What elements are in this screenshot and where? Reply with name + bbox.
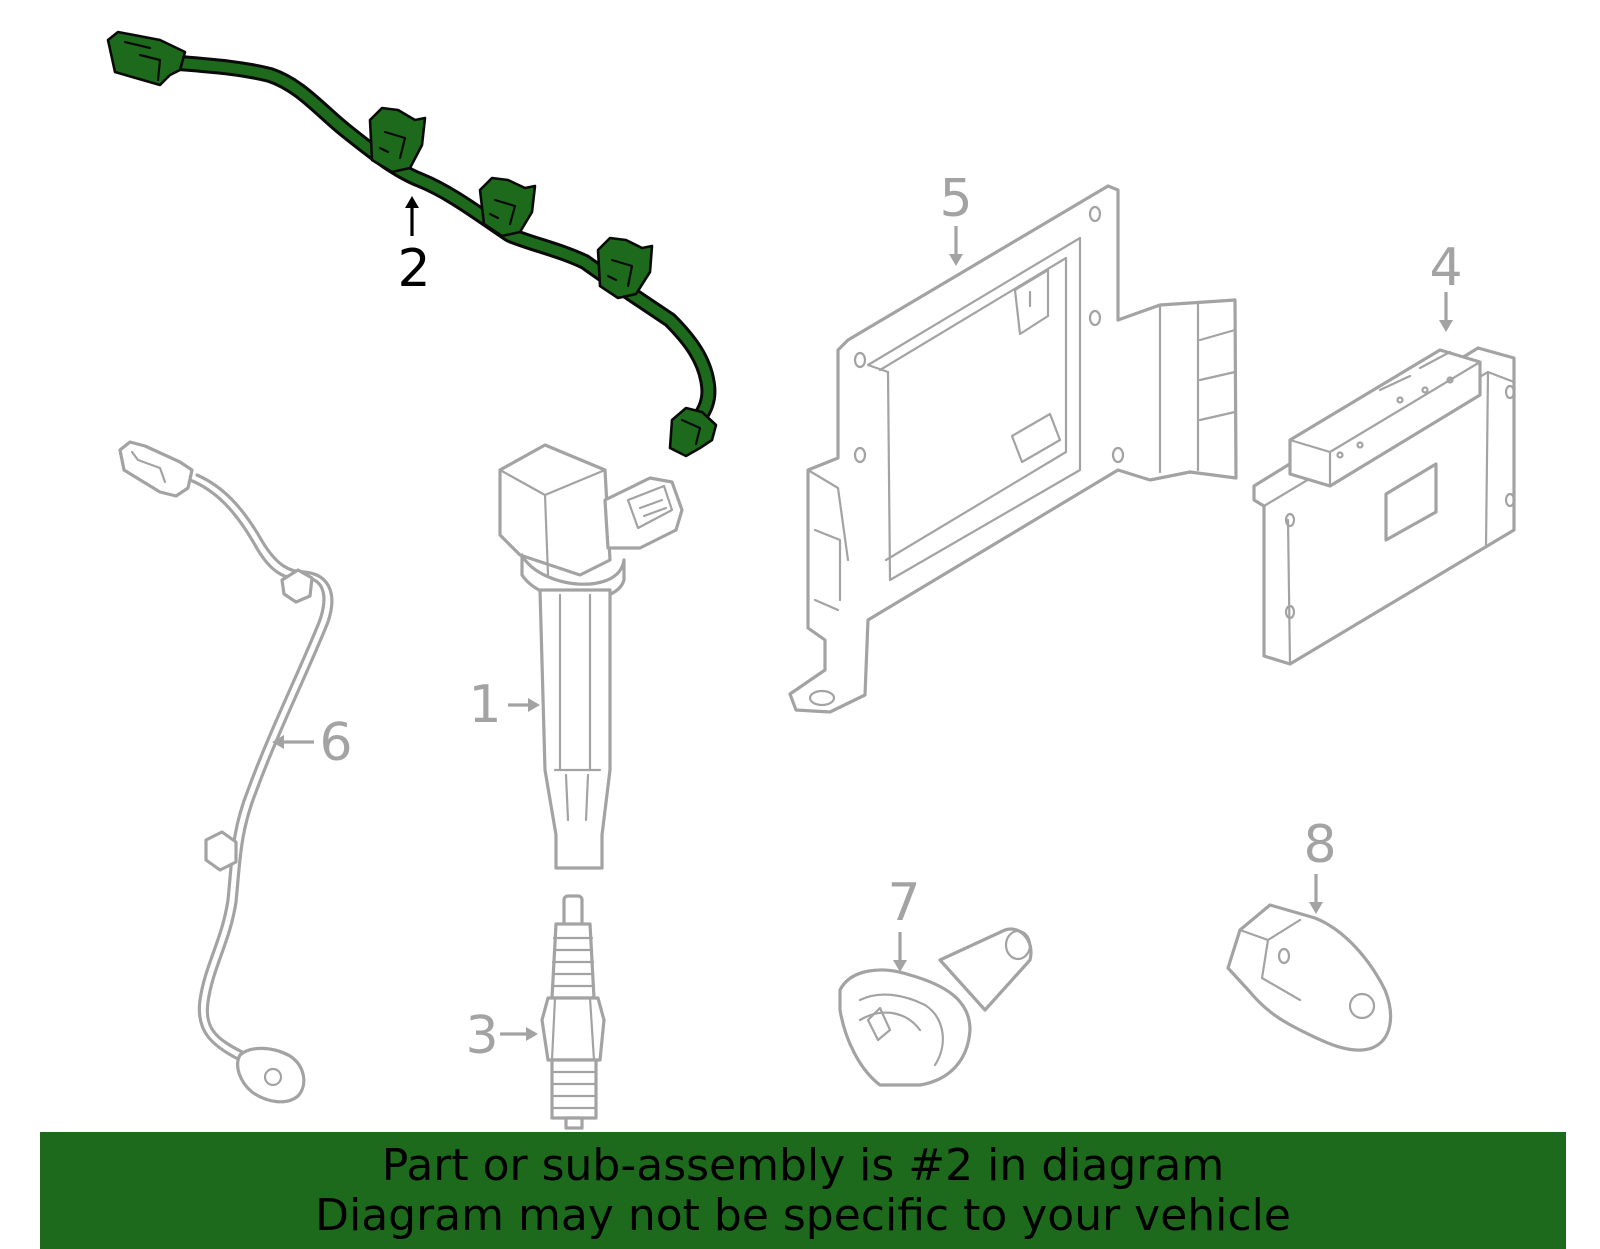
callout-label-5: 5 [939, 169, 972, 229]
callout-2: 2 [397, 196, 431, 299]
callout-8: 8 [1303, 815, 1337, 914]
callout-label-8: 8 [1303, 815, 1336, 875]
callout-label-2: 2 [397, 239, 430, 299]
callout-7: 7 [887, 873, 921, 972]
part-4-control-module[interactable] [1252, 346, 1516, 666]
callout-6: 6 [272, 713, 353, 773]
callout-5: 5 [939, 169, 973, 266]
info-banner: Part or sub-assembly is #2 in diagram Di… [40, 1132, 1566, 1249]
callout-1: 1 [468, 675, 540, 735]
banner-line-part: Part or sub-assembly is #2 in diagram [381, 1139, 1225, 1191]
part-2-wiring-harness[interactable] [106, 30, 718, 458]
callout-label-1: 1 [468, 675, 501, 735]
part-5-ecm-bracket[interactable] [788, 184, 1238, 714]
callout-label-6: 6 [319, 713, 352, 773]
callout-label-4: 4 [1429, 238, 1462, 298]
callout-3: 3 [465, 1006, 538, 1066]
part-3-spark-plug[interactable] [540, 894, 606, 1130]
part-7-sensor[interactable] [838, 927, 1033, 1087]
banner-line-disclaimer: Diagram may not be specific to your vehi… [315, 1189, 1291, 1241]
callout-4: 4 [1429, 238, 1463, 332]
part-8-sensor[interactable] [1226, 903, 1393, 1052]
callout-label-3: 3 [465, 1006, 498, 1066]
part-1-ignition-coil[interactable] [498, 443, 684, 870]
callout-label-7: 7 [887, 873, 920, 933]
part-6-sensor-cable[interactable] [118, 440, 334, 1104]
